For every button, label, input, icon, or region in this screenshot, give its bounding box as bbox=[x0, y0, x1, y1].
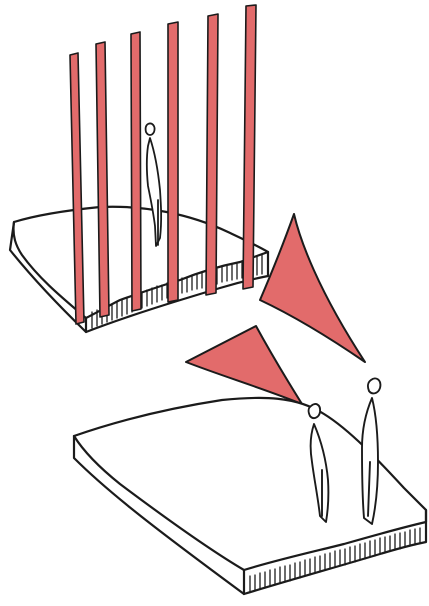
bar-1 bbox=[69, 52, 85, 325]
lower-platform-hatching bbox=[249, 527, 421, 593]
bar-4 bbox=[167, 21, 179, 303]
triangles bbox=[185, 213, 366, 405]
upper-platform-side-left bbox=[8, 220, 88, 334]
bar-2 bbox=[95, 41, 110, 318]
bar-6 bbox=[242, 4, 257, 290]
figure-right bbox=[361, 377, 382, 525]
bar-3 bbox=[130, 31, 142, 312]
caged-figure bbox=[144, 122, 163, 247]
lower-figures bbox=[307, 377, 382, 525]
bars bbox=[69, 4, 257, 325]
figure-left bbox=[307, 403, 330, 523]
lower-platform-side-left bbox=[72, 434, 246, 596]
triangle-large bbox=[259, 213, 366, 363]
lower-platform bbox=[72, 396, 428, 596]
triangle-small bbox=[185, 325, 303, 405]
bar-5 bbox=[205, 13, 219, 296]
